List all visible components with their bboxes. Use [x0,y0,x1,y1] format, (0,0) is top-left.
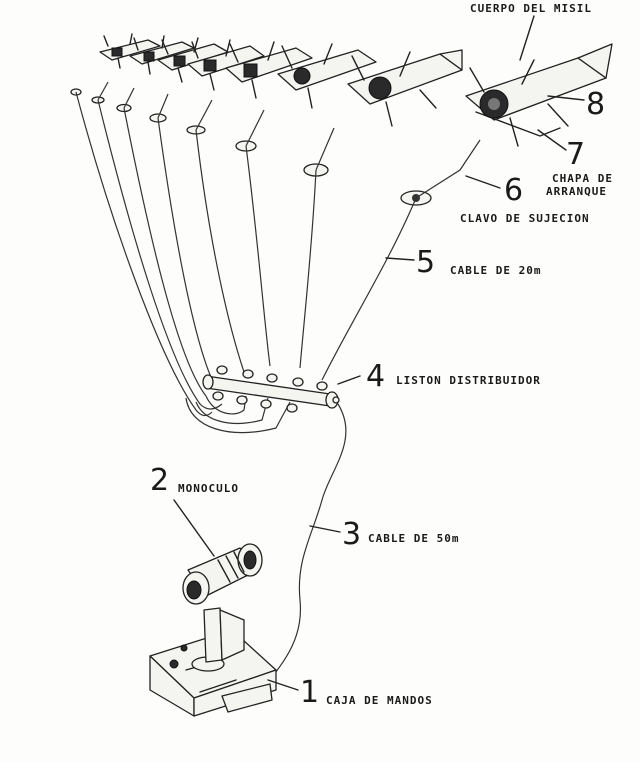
label-7-text-2: ARRANQUE [546,185,607,198]
label-1-text: CAJA DE MANDOS [326,694,433,707]
label-3-number: 3 [342,517,361,552]
missile-rack [99,33,613,147]
labels: CUERPO DEL MISIL 8 7 CHAPA DE ARRANQUE 6… [150,2,613,710]
label-2-text: MONOCULO [178,482,239,495]
cable-50m [261,403,347,691]
label-8-number: 8 [586,87,605,122]
leader-lines [173,15,585,691]
label-7-text-1: CHAPA DE [552,172,613,185]
missile-1 [99,33,161,69]
label-7-number: 7 [566,137,585,172]
label-4-text: LISTON DISTRIBUIDOR [396,374,541,387]
label-3-text: CABLE DE 50m [368,532,459,545]
distributor-bar [202,365,340,413]
label-1-number: 1 [300,675,319,710]
missile-5 [225,41,313,99]
plate-links [97,81,481,199]
cables-20m [75,91,417,434]
label-cuerpo-del-misil: CUERPO DEL MISIL [470,2,592,15]
label-4-number: 4 [366,359,385,394]
label-2-number: 2 [150,463,169,498]
monocular [182,543,263,663]
label-6-number: 6 [504,173,523,208]
missile-6 [277,43,377,109]
label-5-text: CABLE DE 20m [450,264,541,277]
missile-4 [187,39,265,91]
label-5-number: 5 [416,245,435,280]
label-6-text: CLAVO DE SUJECION [460,212,590,225]
missile-8-main [465,43,613,147]
missile-7 [347,49,463,127]
